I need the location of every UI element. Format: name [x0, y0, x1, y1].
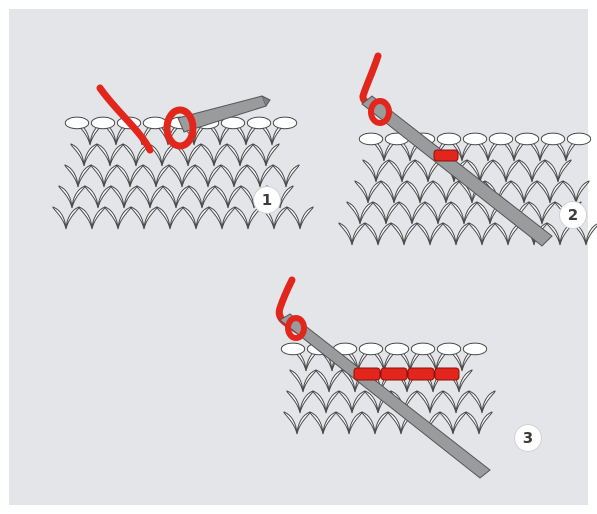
step-3-needle [280, 314, 490, 478]
step-3-yarn-stitch [381, 368, 407, 380]
step-3-yarn-stitch [408, 368, 434, 380]
step-3-yarn-stitch [354, 368, 380, 380]
step-3-knitted-fabric [281, 343, 495, 434]
step-3-yarn-stitch [435, 368, 459, 380]
step-1-knitted-fabric [53, 117, 313, 229]
step-2-illustration [339, 56, 597, 246]
step-3-badge: 3 [515, 425, 541, 451]
step-3-illustration [279, 280, 495, 478]
step-2-knitted-fabric [339, 133, 597, 245]
step-2-badge: 2 [560, 202, 586, 228]
step-1-badge: 1 [254, 187, 280, 213]
step-2-yarn-stitch [434, 150, 458, 161]
